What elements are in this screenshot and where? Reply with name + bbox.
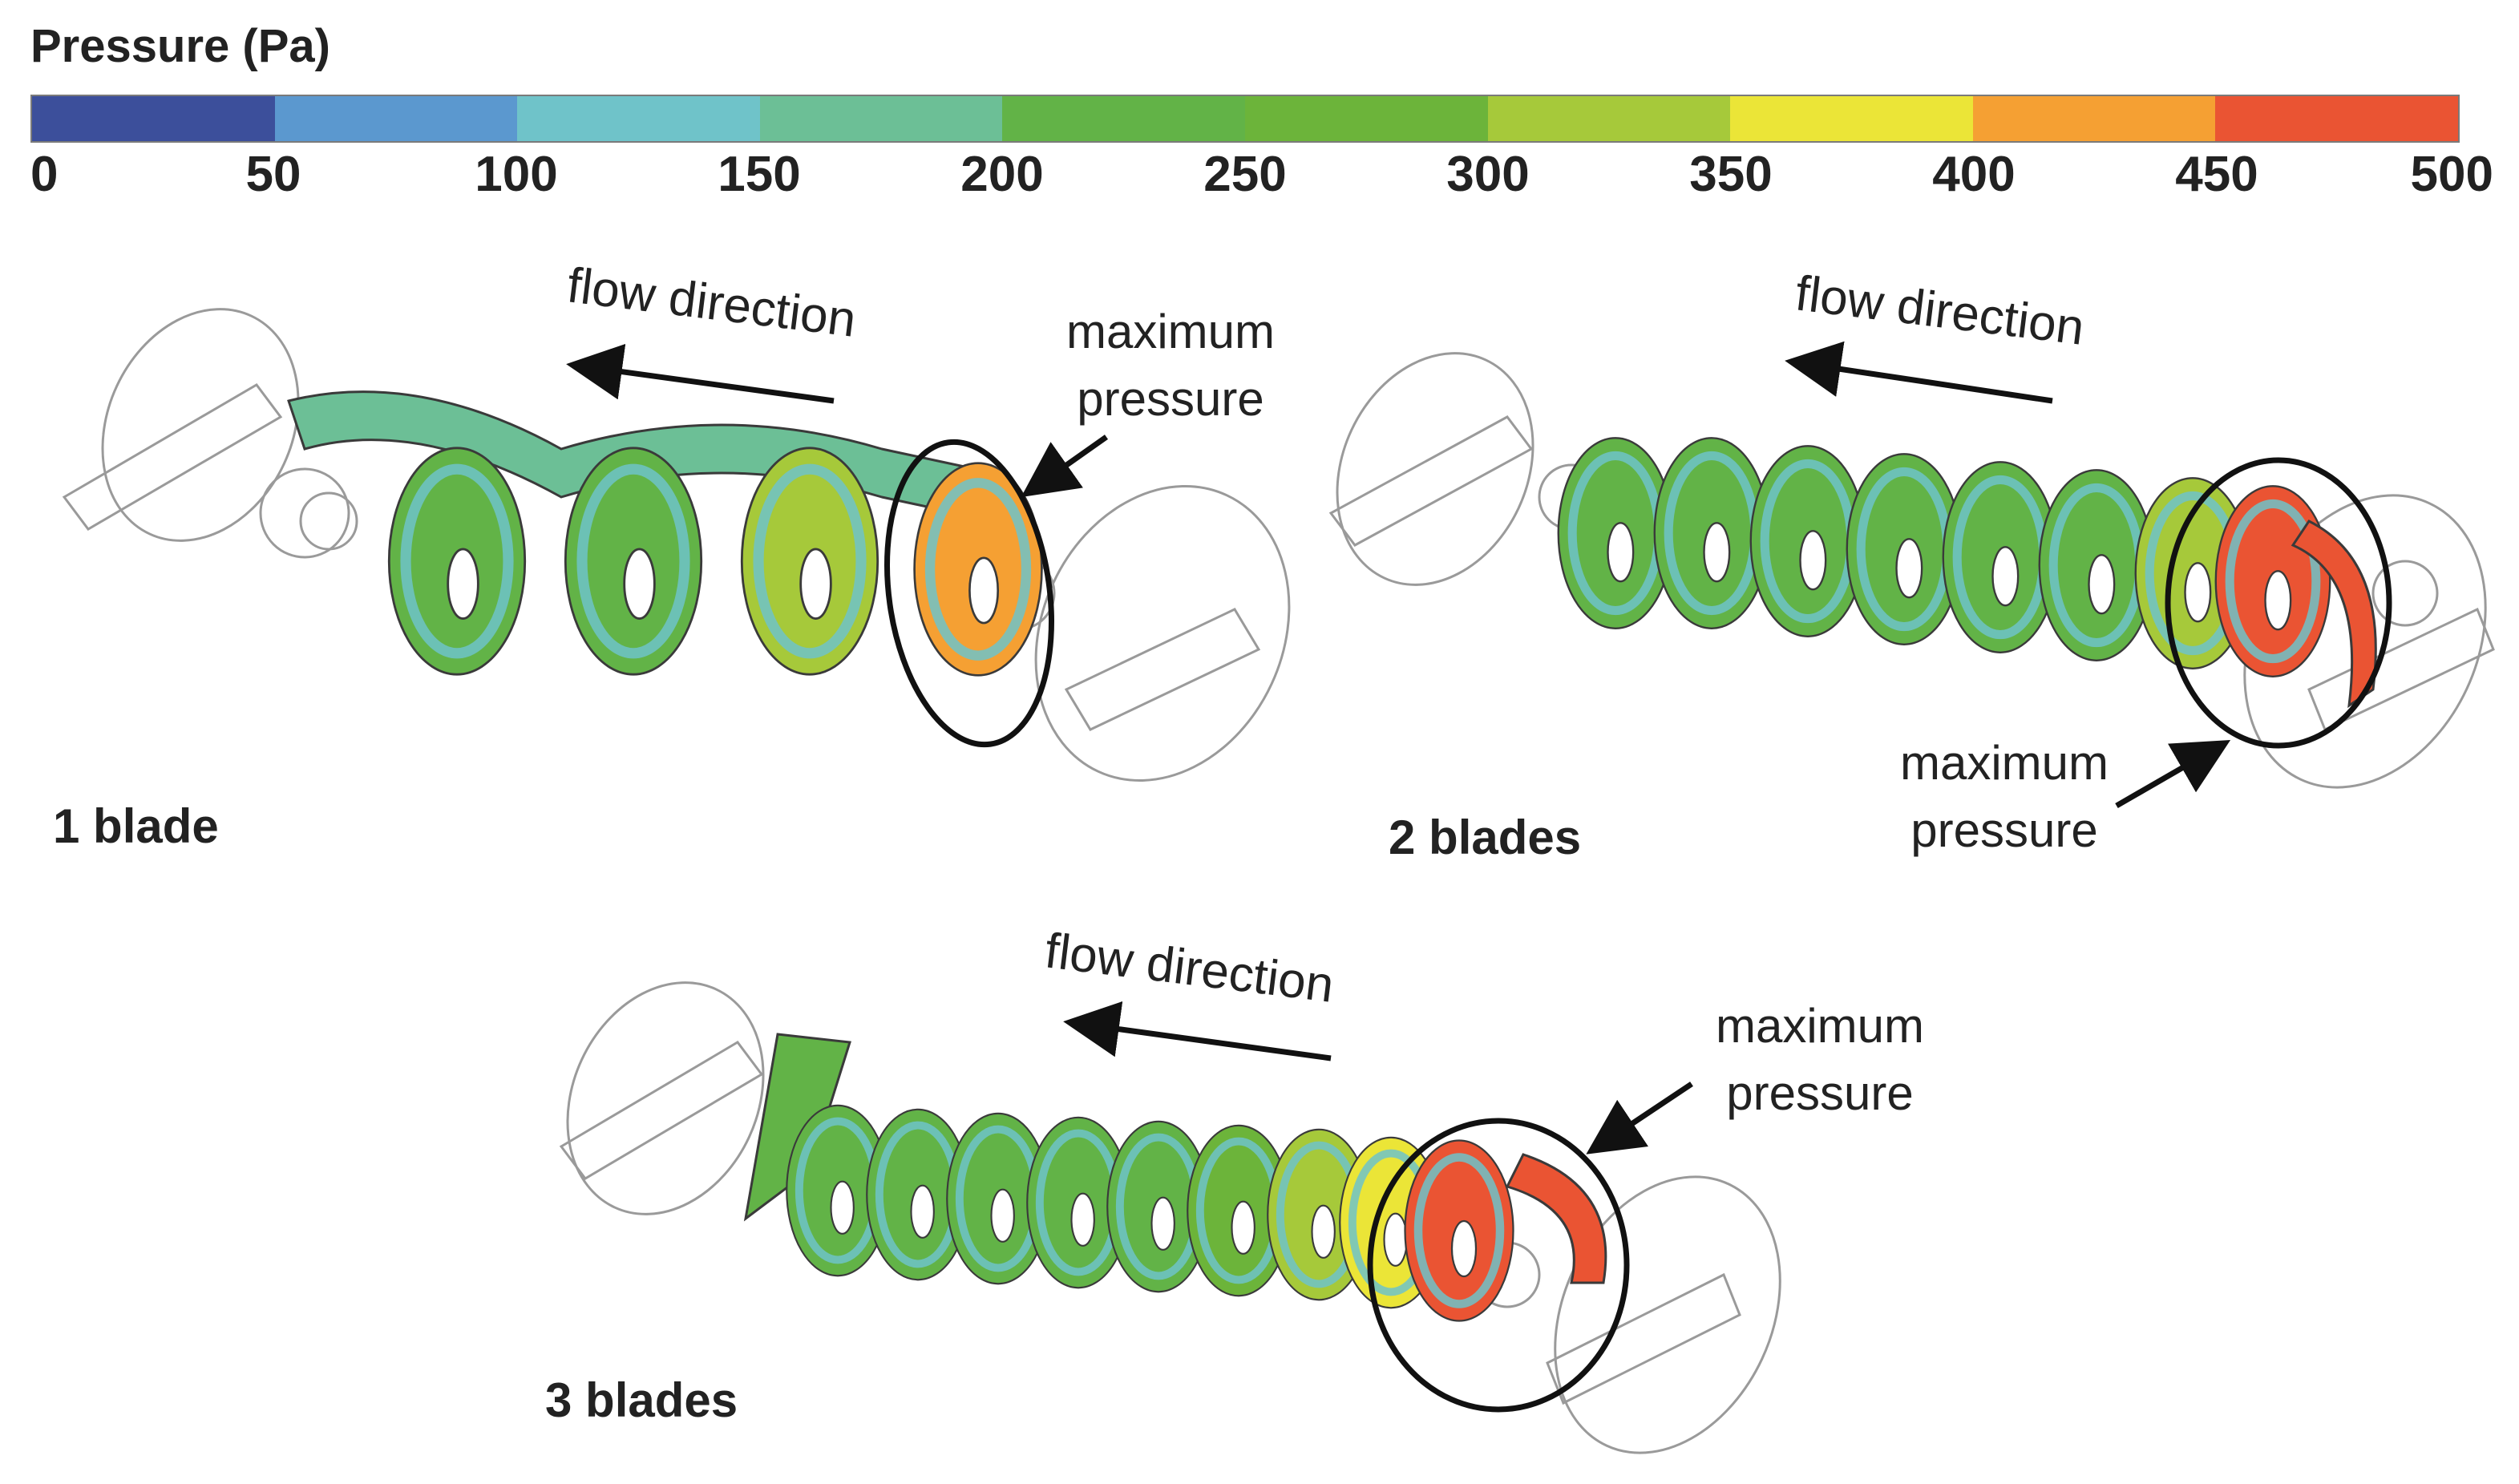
scale-tick-label: 200 xyxy=(960,147,1044,202)
max-pressure-circle xyxy=(1367,1118,1630,1413)
scale-tick-label: 450 xyxy=(2175,147,2258,202)
color-segment xyxy=(1002,96,1245,141)
color-segment xyxy=(759,96,1003,141)
scale-tick-label: 150 xyxy=(718,147,801,202)
scale-tick-label: 250 xyxy=(1203,147,1287,202)
max-pressure-label-line1: maximum xyxy=(1899,736,2109,790)
max-pressure-arrow xyxy=(1021,435,1109,498)
panel-label-1-blade: 1 blade xyxy=(53,799,219,853)
panel-3-blades-geometry xyxy=(559,981,1781,1454)
scale-tick-label: 0 xyxy=(30,147,59,202)
color-scale-bar xyxy=(30,95,2460,143)
max-pressure-label: maximum pressure xyxy=(1868,730,2141,864)
scale-tick-label: 400 xyxy=(1932,147,2016,202)
flow-arrow xyxy=(566,343,835,404)
scale-tick-label: 300 xyxy=(1446,147,1530,202)
color-segment xyxy=(1487,96,1731,141)
panel-label-3-blades: 3 blades xyxy=(545,1373,738,1427)
scale-tick-label: 100 xyxy=(475,147,558,202)
color-segment xyxy=(274,96,518,141)
max-pressure-arrow xyxy=(2115,740,2231,809)
panel-label-2-blades: 2 blades xyxy=(1389,811,1582,864)
max-pressure-label-line2: pressure xyxy=(1910,803,2098,857)
scale-tick-label: 50 xyxy=(245,147,301,202)
panel-2-blades-geometry xyxy=(1328,341,2495,809)
max-pressure-label: maximum pressure xyxy=(1034,298,1307,433)
max-pressure-circle xyxy=(2165,457,2392,749)
max-pressure-circle xyxy=(884,439,1054,748)
legend-title: Pressure (Pa) xyxy=(30,20,330,72)
color-segment xyxy=(32,96,275,141)
max-pressure-label-line1: maximum xyxy=(1715,999,1924,1053)
flow-arrow xyxy=(1063,1001,1332,1061)
max-pressure-arrow xyxy=(1586,1082,1693,1154)
max-pressure-label-line2: pressure xyxy=(1726,1066,1914,1120)
color-segment xyxy=(1972,96,2216,141)
max-pressure-label-line2: pressure xyxy=(1077,372,1264,426)
max-pressure-label-line1: maximum xyxy=(1065,305,1275,358)
color-segment xyxy=(517,96,760,141)
scale-tick-label: 500 xyxy=(2410,147,2493,202)
flow-arrow xyxy=(1785,341,2053,404)
color-segment xyxy=(2215,96,2458,141)
panel-1-blade-geometry xyxy=(62,308,1291,782)
color-segment xyxy=(1730,96,1973,141)
scale-tick-label: 350 xyxy=(1689,147,1773,202)
color-segment xyxy=(1244,96,1488,141)
max-pressure-label: maximum pressure xyxy=(1684,993,1956,1127)
